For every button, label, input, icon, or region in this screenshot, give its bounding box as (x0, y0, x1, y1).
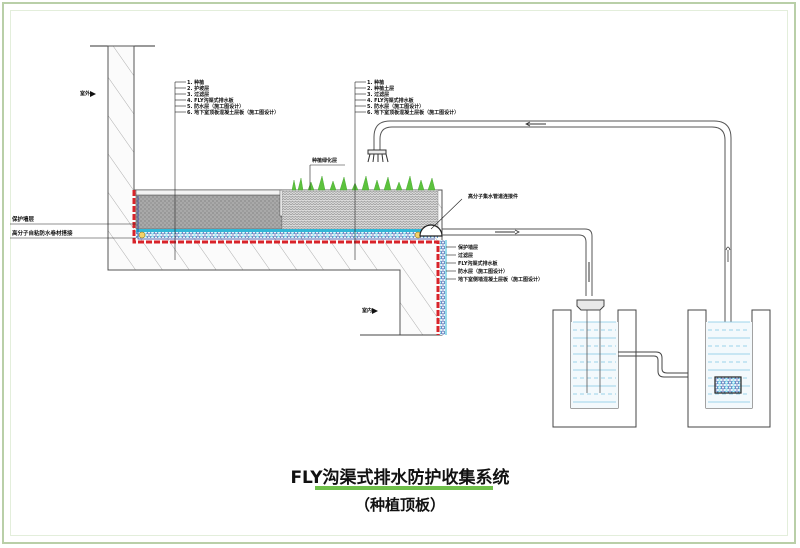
svg-text:6. 地下室顶板混凝土层板（施工图设计）: 6. 地下室顶板混凝土层板（施工图设计） (367, 109, 459, 116)
svg-text:1. 种植: 1. 种植 (367, 79, 384, 86)
svg-text:过滤层: 过滤层 (458, 252, 473, 259)
flow-arrow-1 (495, 229, 520, 235)
svg-text:高分子集水管道连接件: 高分子集水管道连接件 (468, 193, 518, 200)
collection-tank (552, 299, 637, 428)
flow-arrow-3 (525, 121, 546, 127)
svg-text:保护墙层: 保护墙层 (457, 244, 478, 251)
diagram-title: FLY沟渠式排水防护收集系统 (290, 468, 510, 488)
pump-filter (714, 376, 742, 394)
planting-soil-layer (281, 189, 439, 230)
left-stack-labels: 1. 种植 2. 护坡层 3. 过滤层 4. FLY沟渠式排水板 5. 防水层（… (187, 79, 279, 116)
protection-layer (135, 194, 283, 230)
right-stack-leaders (354, 81, 366, 260)
svg-text:5. 防水层（施工图设计）: 5. 防水层（施工图设计） (187, 103, 244, 110)
svg-text:保护墙层: 保护墙层 (11, 215, 35, 223)
storage-tank (687, 309, 771, 428)
title-underline (315, 486, 493, 490)
right-stack-labels: 1. 种植 2. 种植土层 3. 过滤层 4. FLY沟渠式排水板 5. 防水层… (367, 79, 459, 116)
level-marker-indoor: 室内 (362, 307, 378, 314)
vegetation-label: 种植绿化层 (309, 157, 345, 190)
svg-text:防水层（施工图设计）: 防水层（施工图设计） (458, 268, 508, 275)
collector-label: 高分子集水管道连接件 (430, 193, 518, 230)
svg-text:FLY沟渠式排水板: FLY沟渠式排水板 (458, 260, 498, 267)
svg-text:2. 种植土层: 2. 种植土层 (367, 85, 394, 92)
waterproof-membrane (132, 190, 440, 335)
wall-stack-labels: 保护墙层 过滤层 FLY沟渠式排水板 防水层（施工图设计） 地下室侧墙混凝土层板… (446, 244, 543, 283)
drainage-board (136, 232, 438, 238)
vegetation (291, 175, 436, 191)
collection-pipe (442, 228, 593, 296)
svg-text:室内: 室内 (362, 307, 372, 314)
svg-text:1. 种植: 1. 种植 (187, 79, 204, 86)
overflow-pipe (618, 351, 706, 378)
svg-text:3. 过滤层: 3. 过滤层 (367, 91, 389, 98)
svg-text:4. FLY沟渠式排水板: 4. FLY沟渠式排水板 (367, 97, 415, 104)
svg-text:2. 护坡层: 2. 护坡层 (187, 85, 209, 92)
diagram-subtitle: （种植顶板） (354, 496, 445, 514)
svg-text:种植绿化层: 种植绿化层 (311, 157, 337, 164)
left-side-labels: 保护墙层 高分子自粘防水卷材搭接 (10, 215, 136, 239)
svg-text:6. 地下室顶板混凝土层板（施工图设计）: 6. 地下室顶板混凝土层板（施工图设计） (187, 109, 279, 116)
svg-text:地下室侧墙混凝土层板（施工图设计）: 地下室侧墙混凝土层板（施工图设计） (458, 276, 543, 283)
svg-text:5. 防水层（施工图设计）: 5. 防水层（施工图设计） (367, 103, 424, 110)
svg-text:3. 过滤层: 3. 过滤层 (187, 91, 209, 98)
left-stack-leaders (174, 81, 186, 260)
flow-arrow-4 (725, 246, 731, 262)
sprinkler-icon (367, 149, 389, 163)
svg-text:4. FLY沟渠式排水板: 4. FLY沟渠式排水板 (187, 97, 235, 104)
filter-layer (136, 229, 438, 232)
svg-text:室外: 室外 (80, 90, 90, 97)
svg-text:高分子自粘防水卷材搭接: 高分子自粘防水卷材搭接 (12, 229, 73, 237)
wall-drainage-board (440, 240, 445, 335)
irrigation-pipe (373, 120, 732, 380)
collector-fitting (419, 224, 443, 237)
level-marker-outdoor: 室外 (80, 90, 96, 97)
